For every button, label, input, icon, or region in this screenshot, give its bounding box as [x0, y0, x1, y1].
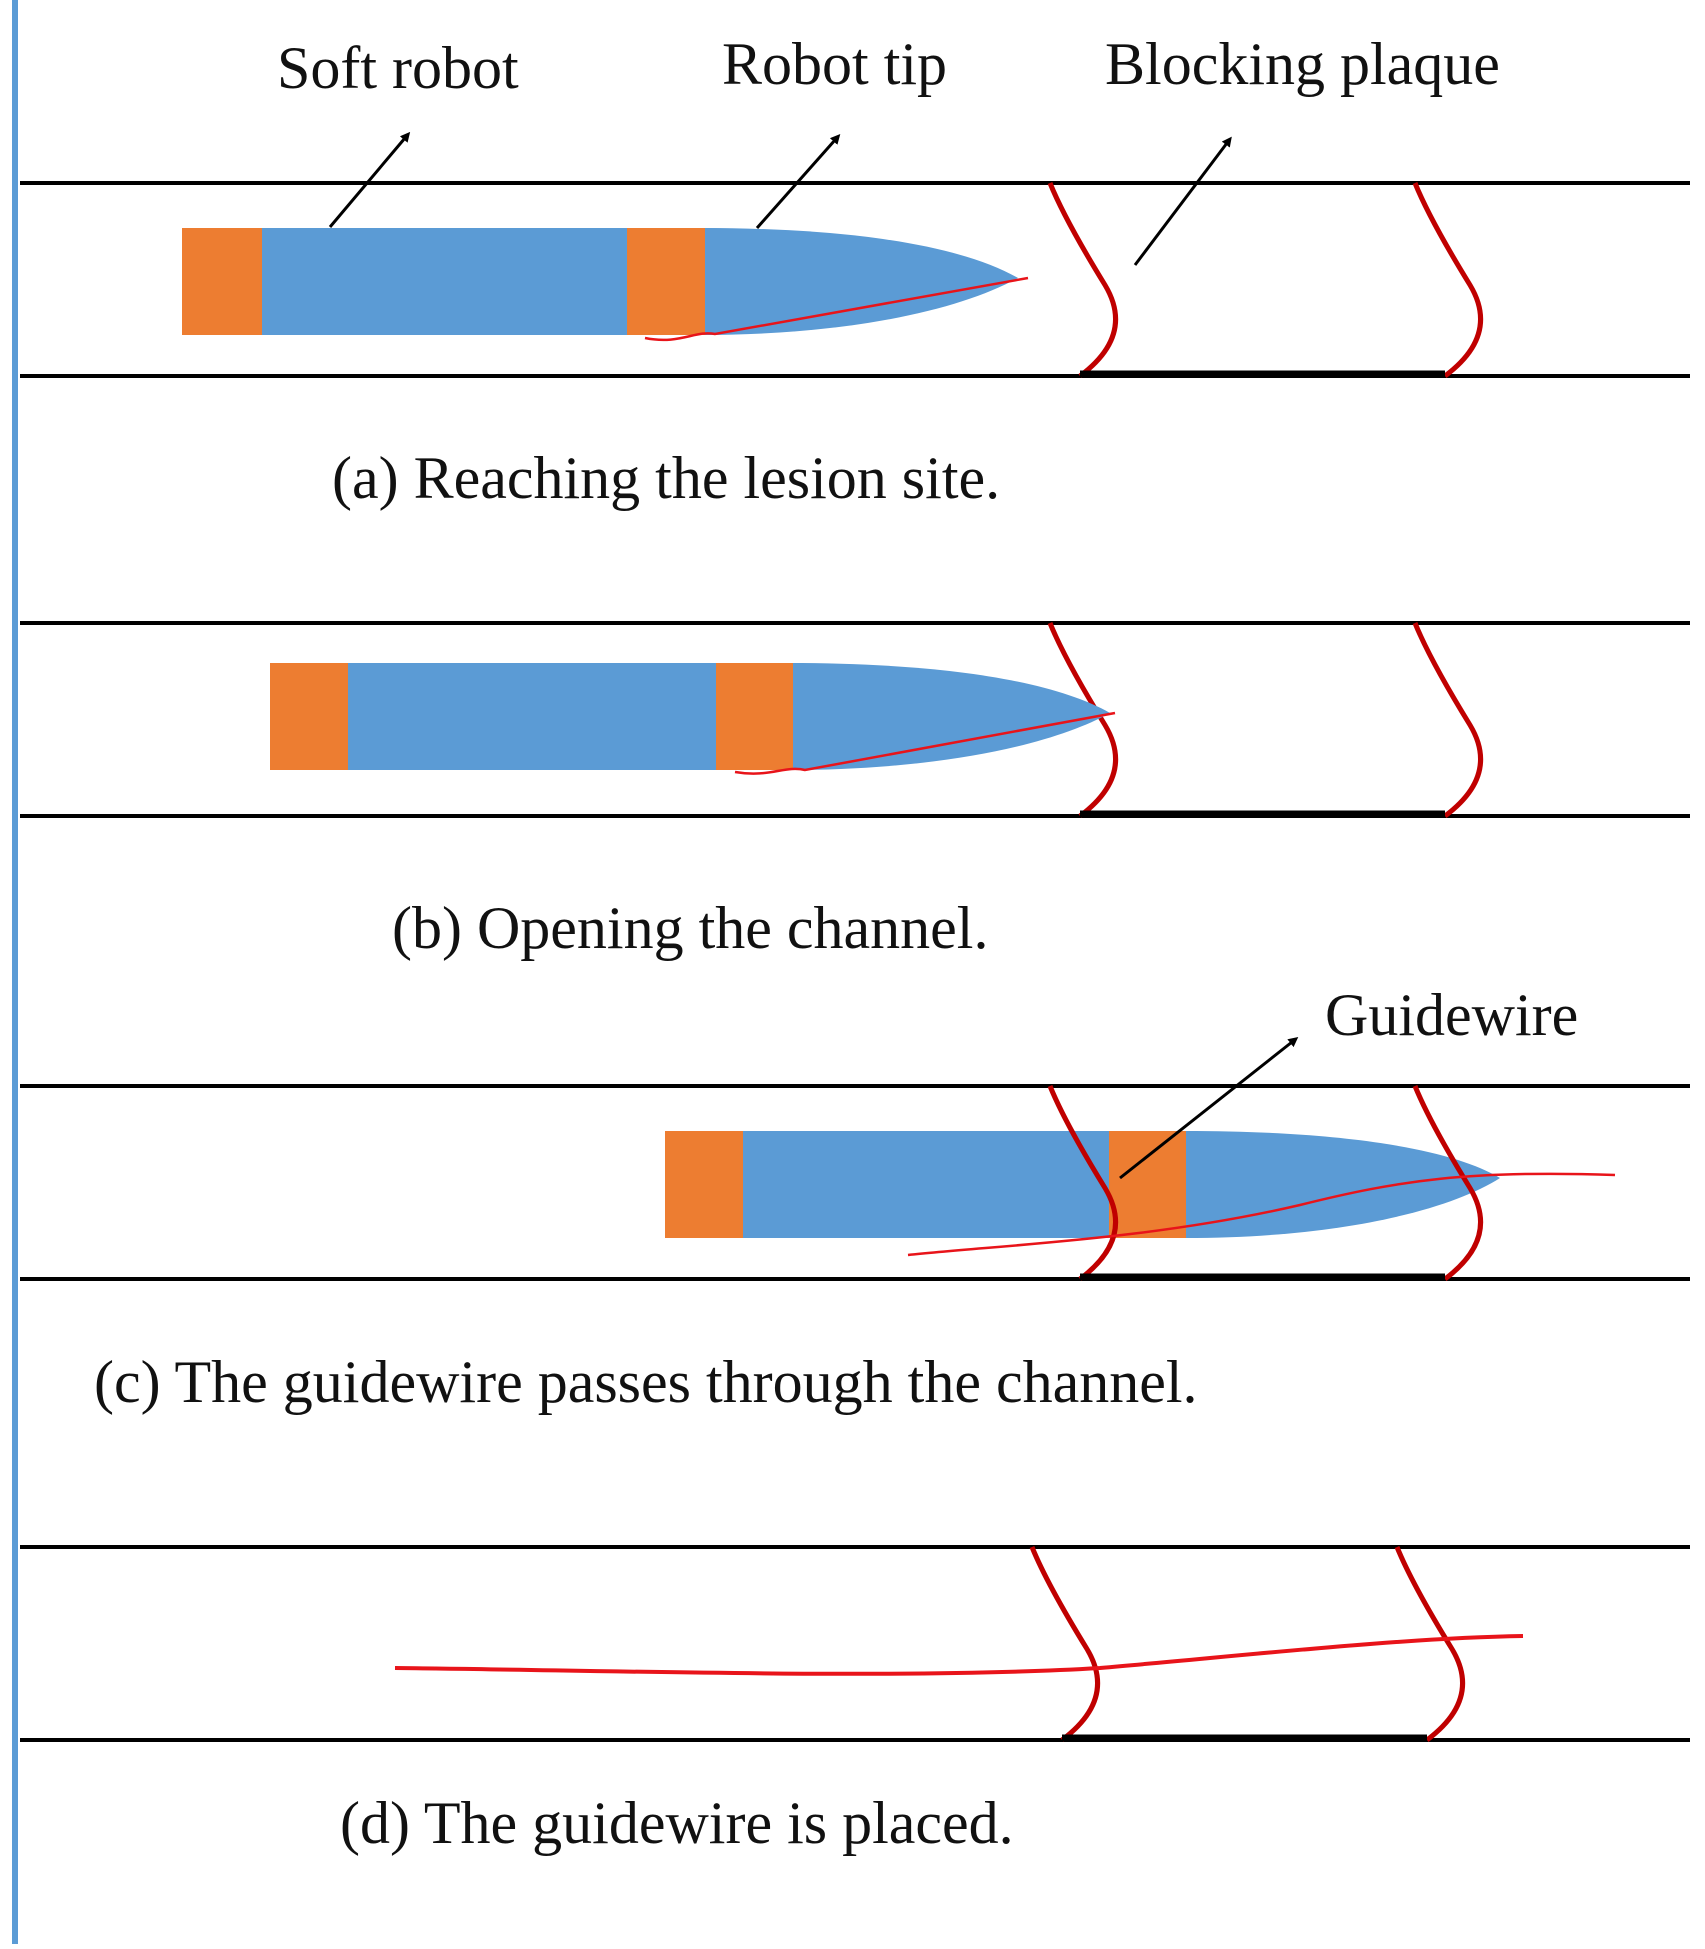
- soft-robot: [182, 228, 1018, 335]
- soft-robot: [270, 663, 1110, 770]
- robot-segment: [665, 1131, 743, 1238]
- blocking-plaque-arrow: [1133, 136, 1232, 266]
- panel-c: Guidewire (c) The guidewire passes throu…: [20, 982, 1690, 1415]
- soft-robot-label: Soft robot: [277, 35, 519, 101]
- blocking-plaque: [1047, 182, 1484, 379]
- caption-a: (a) Reaching the lesion site.: [332, 445, 1000, 511]
- robot-tip-label: Robot tip: [722, 31, 947, 97]
- guidewire: [644, 276, 1029, 342]
- guidewire: [907, 1172, 1616, 1257]
- robot-segment: [627, 228, 705, 335]
- robot-segment: [270, 663, 348, 770]
- panel-d: (d) The guidewire is placed.: [20, 1545, 1690, 1856]
- guidewire: [734, 711, 1116, 775]
- side-bar: [12, 0, 18, 1944]
- robot-segment: [182, 228, 262, 335]
- blocking-plaque: [1047, 622, 1484, 819]
- robot-segment: [716, 663, 793, 770]
- robot-tip-arrow: [755, 134, 841, 229]
- soft-robot: [665, 1131, 1500, 1238]
- blocking-plaque-label: Blocking plaque: [1105, 31, 1500, 97]
- robot-body: [743, 1131, 1109, 1238]
- guidewire-arrow: [1119, 1037, 1299, 1180]
- caption-c: (c) The guidewire passes through the cha…: [94, 1349, 1198, 1415]
- caption-b: (b) Opening the channel.: [392, 895, 988, 961]
- robot-segment: [1109, 1131, 1186, 1238]
- robot-body: [262, 228, 627, 335]
- caption-d: (d) The guidewire is placed.: [340, 1790, 1014, 1856]
- blocking-plaque: [1047, 1085, 1484, 1282]
- robot-body: [348, 663, 716, 770]
- guidewire-label: Guidewire: [1325, 982, 1578, 1048]
- panel-a: Soft robot Robot tip Blocking plaque (a)…: [20, 31, 1690, 511]
- guidewire: [394, 1634, 1524, 1676]
- soft-robot-arrow: [328, 131, 411, 228]
- panel-b: (b) Opening the channel.: [20, 621, 1690, 961]
- blocking-plaque: [1029, 1546, 1466, 1743]
